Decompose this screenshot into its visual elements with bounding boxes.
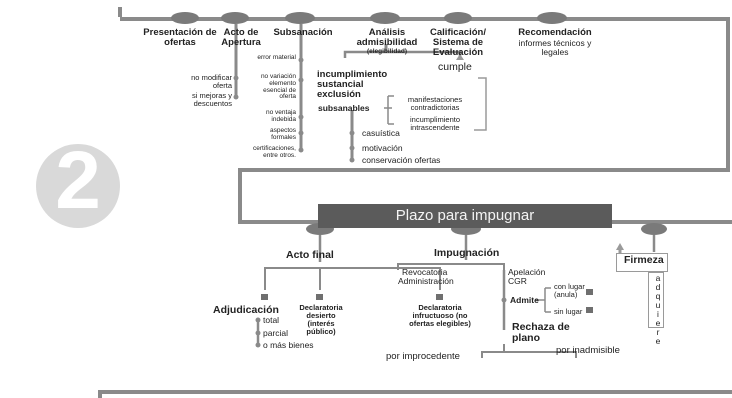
infructuoso-label: Declaratoria infructuoso (no ofertas ele…	[409, 303, 471, 328]
revocatoria-sub: Administración	[398, 276, 454, 286]
step-acto-apertura: Acto de Apertura	[221, 27, 261, 48]
con-lugar-sub: (anula)	[554, 290, 578, 299]
subsanacion-item-1: error material	[257, 54, 296, 61]
impugnacion-label: Impugnación	[434, 247, 500, 259]
con-lugar-label: con lugar	[554, 282, 585, 291]
infructuoso-badge-icon	[436, 294, 443, 300]
apertura-note-2: si mejoras y descuentos	[191, 91, 232, 108]
firmeza-label: Firmeza	[624, 254, 664, 266]
desierto-badge-icon	[316, 294, 323, 300]
inadmisible-label: por inadmisible	[556, 345, 620, 356]
subsanacion-item-5: certificaciones, entre otros.	[253, 145, 296, 159]
step-calificacion: Calificación/ Sistema de Evaluación	[430, 27, 486, 58]
plazo-banner: Plazo para impugnar	[318, 204, 612, 228]
step-analisis-sub: (elegibilidad)	[366, 48, 408, 55]
node-calificacion	[444, 12, 472, 24]
step-recomendacion-sub: informes técnicos y legales	[518, 38, 592, 57]
criterio-1: casuística	[362, 128, 400, 138]
apertura-note-1: no modificar oferta	[191, 73, 232, 90]
con-lugar-badge-icon	[586, 289, 593, 295]
subsanacion-item-4: aspectos formales	[269, 127, 296, 141]
firmeza-box	[616, 253, 668, 272]
adquiere-label: adquiere	[653, 273, 663, 345]
desierto-label: Declaratoria desierto (interés público)	[299, 303, 343, 336]
step-recomendacion: Recomendación	[518, 27, 592, 38]
adjudicacion-item-2: parcial	[263, 328, 289, 338]
revocatoria-label: Revocatoria	[402, 267, 448, 277]
step-analisis: Análisis admisibilidad	[356, 27, 418, 48]
step-presentacion: Presentación de ofertas	[143, 27, 217, 48]
section-number: 2	[55, 135, 101, 226]
node-analisis	[370, 12, 400, 24]
criterio-2: motivación	[362, 143, 403, 153]
subsanacion-item-3: no ventaja indebida	[266, 109, 296, 123]
improcedente-label: por improcedente	[386, 351, 460, 362]
acto-final-label: Acto final	[286, 249, 334, 261]
node-recomendacion	[537, 12, 567, 24]
cumple-label: cumple	[438, 61, 472, 73]
section-number-disc	[36, 144, 120, 228]
sin-lugar-badge-icon	[586, 307, 593, 313]
subsanables-label: subsanables	[318, 103, 370, 113]
subsanacion-item-2: no variación elemento esencial de oferta	[260, 73, 296, 101]
subsanables-item-1: manifestaciones contradictorias	[407, 95, 463, 112]
apelacion-sub: CGR	[508, 276, 527, 286]
adjudicacion-badge-icon	[261, 294, 268, 300]
adjudicacion-label: Adjudicación	[213, 304, 279, 316]
node-subsanacion	[285, 12, 315, 24]
node-presentacion	[171, 12, 199, 24]
subsanables-item-2: incumplimiento intrascendente	[409, 115, 461, 132]
admite-label: Admite	[510, 295, 539, 305]
criterio-3: conservación ofertas	[362, 155, 441, 165]
firmeza-vertical-box	[648, 272, 664, 328]
adjudicacion-item-1: total	[263, 315, 280, 325]
sin-lugar-label: sin lugar	[554, 307, 583, 316]
step-subsanacion: Subsanación	[273, 27, 333, 38]
incumplimiento-label: incumplimiento sustancial exclusión	[317, 69, 388, 100]
node-apertura	[221, 12, 249, 24]
adjudicacion-item-3: o más bienes	[263, 340, 314, 350]
apelacion-label: Apelación	[508, 267, 546, 277]
node-firmeza	[641, 223, 667, 235]
rechaza-label: Rechaza de plano	[512, 321, 570, 345]
